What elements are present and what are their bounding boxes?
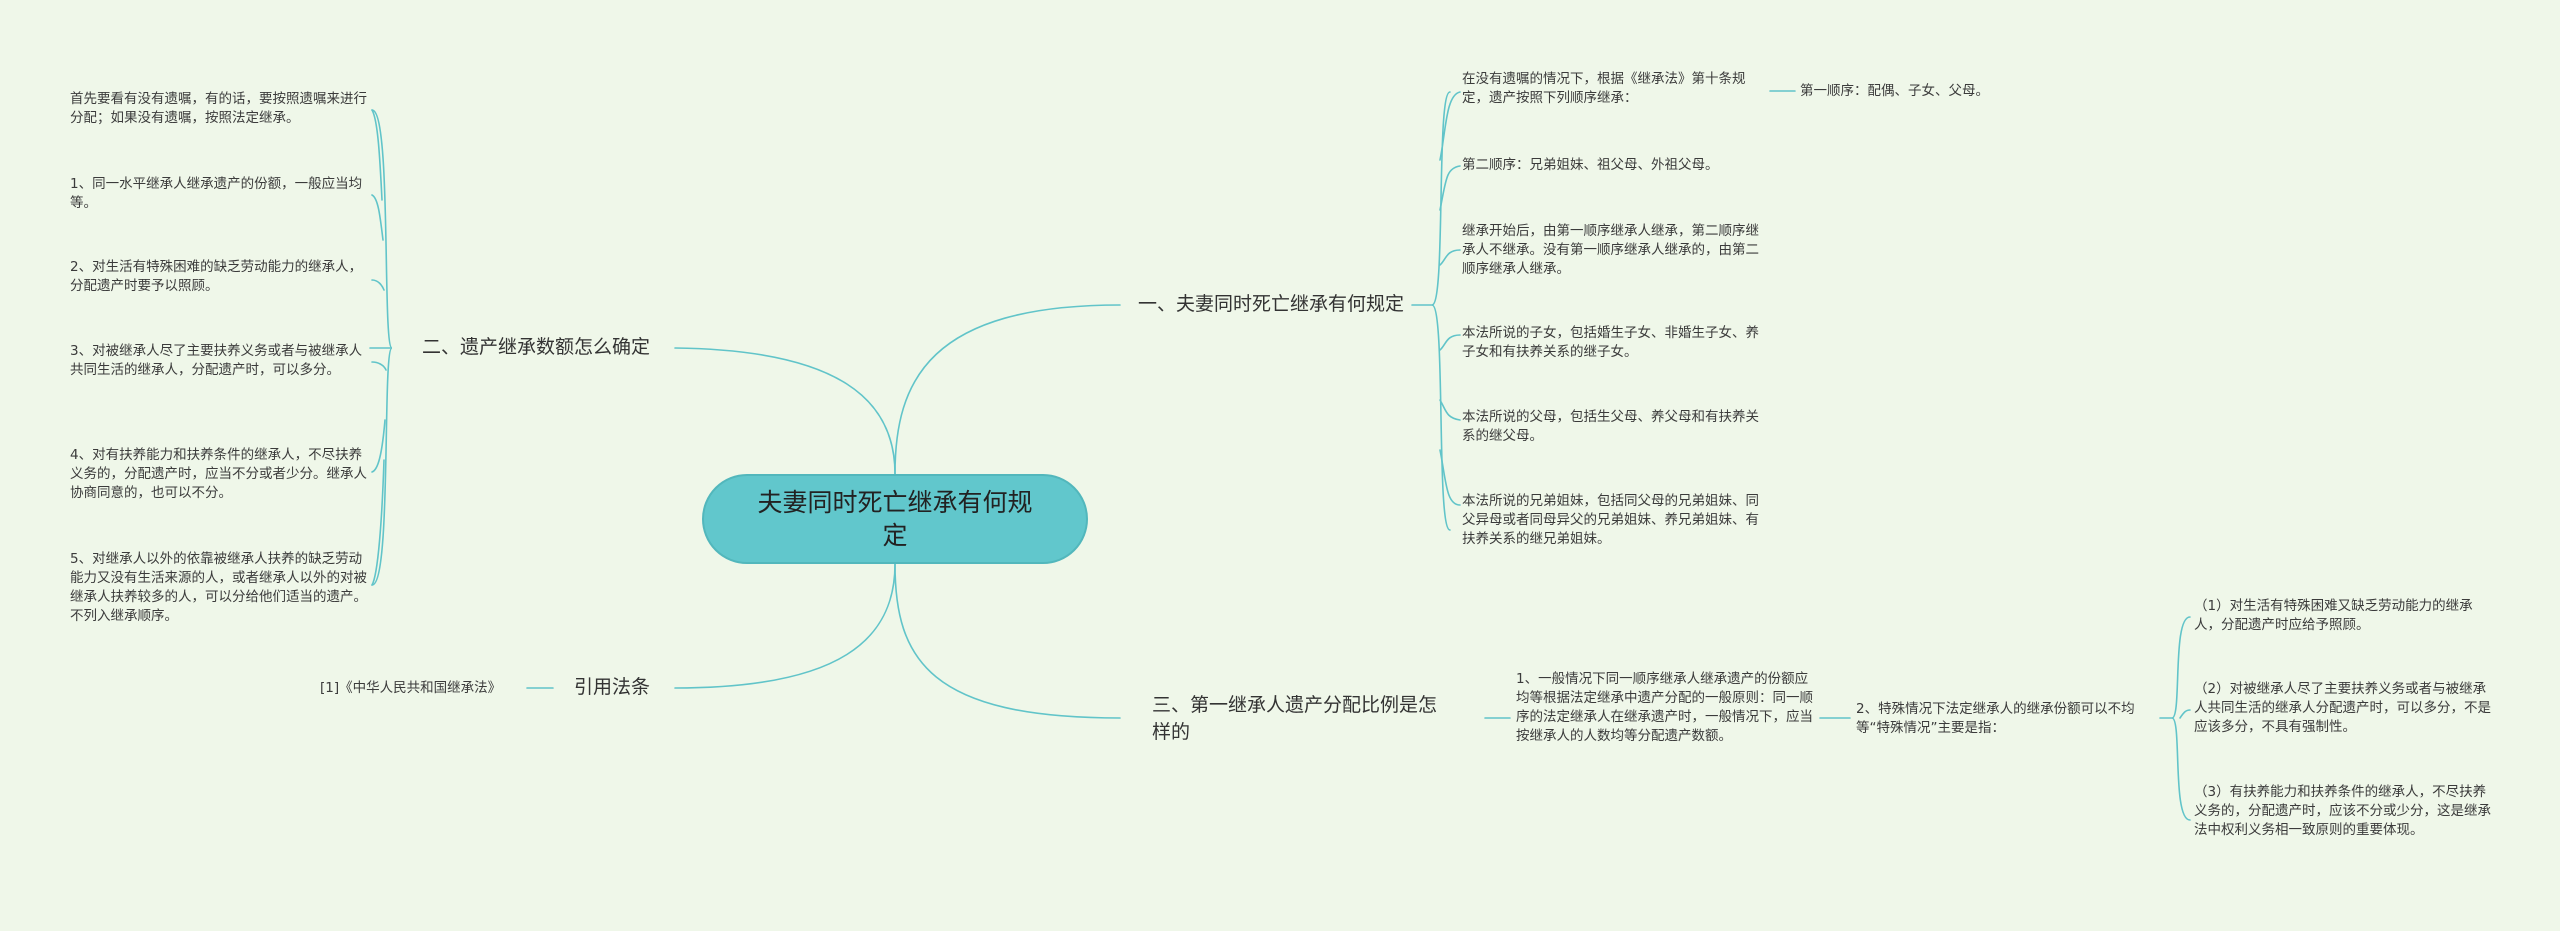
branch-1-title[interactable]: 一、夫妻同时死亡继承有何规定	[1138, 293, 1405, 315]
branch-2-item-2[interactable]: 1、同一水平继承人继承遗产的份额，一般应当均等。	[70, 176, 363, 211]
connector-root-branch3	[894, 563, 1121, 719]
branch-3-sub-item-2[interactable]: （2）对被继承人尽了主要扶养义务或者与被继承人共同生活的继承人分配遗产时，可以多…	[2194, 681, 2491, 735]
branch-2-title[interactable]: 二、遗产继承数额怎么确定	[422, 336, 651, 358]
branch-3-sub-item-1[interactable]: （1）对生活有特殊困难又缺乏劳动能力的继承人，分配遗产时应给予照顾。	[2194, 598, 2473, 633]
branch-2-item-5[interactable]: 4、对有扶养能力和扶养条件的继承人，不尽扶养义务的，分配遗产时，应当不分或者少分…	[70, 447, 367, 501]
branch-1-item-1[interactable]: 在没有遗嘱的情况下，根据《继承法》第十条规定，遗产按照下列顺序继承：	[1462, 71, 1746, 106]
root-title: 夫妻同时死亡继承有何规定	[757, 488, 1033, 550]
connector-b1-item1	[1439, 91, 1461, 161]
branch-2-item-3[interactable]: 2、对生活有特殊困难的缺乏劳动能力的继承人，分配遗产时要予以照顾。	[70, 259, 363, 294]
connector-b1-item6	[1439, 449, 1461, 506]
connector-b1-item3	[1439, 249, 1461, 266]
connector-b2-item3	[371, 279, 385, 291]
connector-b2-item5	[371, 419, 386, 473]
branch-1-item-3[interactable]: 继承开始后，由第一顺序继承人继承，第二顺序继承人不继承。没有第一顺序继承人继承的…	[1462, 223, 1759, 277]
branch-1-item-6[interactable]: 本法所说的兄弟姐妹，包括同父母的兄弟姐妹、同父异母或者同母异父的兄弟姐妹、养兄弟…	[1462, 493, 1759, 547]
branch-3-item-2[interactable]: 2、特殊情况下法定继承人的继承份额可以不均等“特殊情况”主要是指：	[1856, 701, 2135, 736]
connector-b1-item2	[1439, 165, 1461, 211]
root-node[interactable]: 夫妻同时死亡继承有何规定	[702, 474, 1088, 564]
bracket-branch2	[371, 109, 393, 586]
branch-2-item-1[interactable]: 首先要看有没有遗嘱，有的话，要按照遗嘱来进行分配；如果没有遗嘱，按照法定继承。	[70, 91, 367, 126]
connector-b1-item4	[1439, 334, 1461, 351]
branch-2-item-6[interactable]: 5、对继承人以外的依靠被继承人扶养的缺乏劳动能力又没有生活来源的人，或者继承人以…	[70, 551, 367, 624]
connector-root-branch4	[674, 563, 896, 689]
connector-b3-sub2	[2179, 709, 2191, 719]
connector-b2-item6	[371, 459, 385, 586]
connector-b2-item4	[371, 361, 387, 371]
branch-3-sub-item-3[interactable]: （3）有扶养能力和扶养条件的继承人，不尽扶养义务的，分配遗产时，应该不分或少分，…	[2194, 784, 2491, 838]
branch-3-item-1[interactable]: 1、一般情况下同一顺序继承人继承遗产的份额应均等根据法定继承中遗产分配的一般原则…	[1516, 671, 1813, 744]
branch-1-sub-item[interactable]: 第一顺序：配偶、子女、父母。	[1800, 83, 1989, 99]
branch-4-item[interactable]: [1]《中华人民共和国继承法》	[320, 680, 502, 696]
branch-1-item-4[interactable]: 本法所说的子女，包括婚生子女、非婚生子女、养子女和有扶养关系的继子女。	[1462, 325, 1759, 360]
bracket-branch3	[2171, 616, 2191, 821]
connector-b2-item2	[371, 194, 384, 241]
branch-2-item-4[interactable]: 3、对被继承人尽了主要扶养义务或者与被继承人共同生活的继承人，分配遗产时，可以多…	[70, 343, 363, 378]
branch-3-title[interactable]: 三、第一继承人遗产分配比例是怎样的	[1152, 694, 1438, 743]
connector-b2-item1	[371, 109, 383, 201]
branch-4-title[interactable]: 引用法条	[574, 676, 651, 698]
connector-root-branch1	[894, 304, 1121, 475]
connector-root-branch2	[674, 347, 896, 475]
branch-1-item-5[interactable]: 本法所说的父母，包括生父母、养父母和有扶养关系的继父母。	[1462, 409, 1759, 444]
connector-b1-item5	[1439, 399, 1461, 421]
branch-1-item-2[interactable]: 第二顺序：兄弟姐妹、祖父母、外祖父母。	[1462, 157, 1719, 173]
